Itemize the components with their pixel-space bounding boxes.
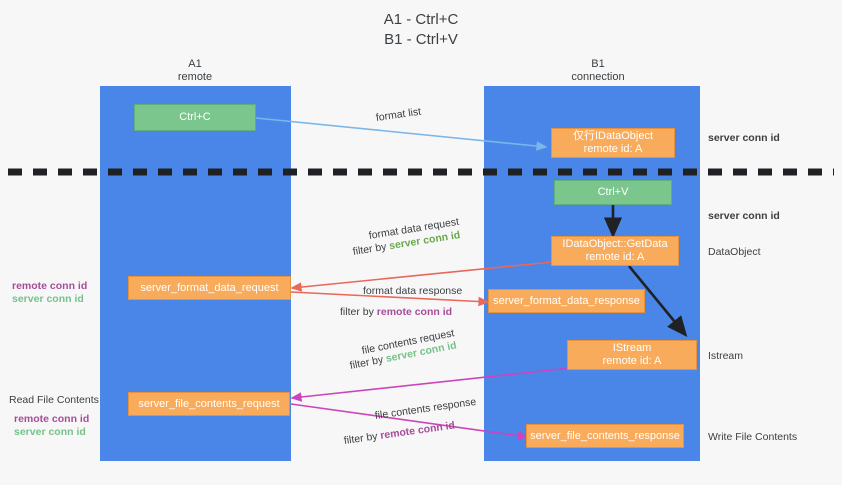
box-ctrl-c[interactable]: Ctrl+C (134, 104, 256, 131)
box-server-format-data-request[interactable]: server_format_data_request (128, 276, 291, 300)
lane-b1-name: B1 (591, 58, 605, 70)
box-server-format-data-response[interactable]: server_format_data_response (488, 289, 645, 313)
page-title: A1 - Ctrl+C B1 - Ctrl+V (0, 10, 842, 50)
left-label-server-conn-id-1: server conn id (12, 293, 84, 305)
left-label-remote-conn-id-2: remote conn id (14, 413, 90, 425)
right-label-dataobject: DataObject (708, 246, 761, 258)
box-sfcres-label: server_file_contents_response (530, 429, 680, 442)
left-label-read-file-contents: Read File Contents (9, 394, 99, 406)
right-label-istream: Istream (708, 350, 744, 362)
box-istream[interactable]: IStream remote id: A (567, 340, 697, 370)
right-label-write-file-contents: Write File Contents (708, 431, 798, 443)
edge-label-filter-remote-2: filter by remote conn id (343, 419, 456, 447)
filter-by-text-2: filter by (340, 306, 377, 318)
box-istream-line1: IStream (612, 342, 652, 354)
lane-a1-sub: remote (177, 71, 213, 83)
box-sfdres-label: server_format_data_response (493, 294, 640, 307)
box-getdata-line2: remote id: A (585, 251, 645, 263)
box-idataobject-line2: remote id: A (583, 143, 643, 155)
left-label-remote-conn-id-1: remote conn id (12, 280, 88, 292)
right-label-server-conn-id-1: server conn id (708, 132, 780, 144)
box-sfdreq-label: server_format_data_request (140, 281, 279, 294)
edge-label-filter-remote-1: filter by remote conn id (340, 306, 452, 319)
box-server-file-contents-request[interactable]: server_file_contents_request (128, 392, 290, 416)
lane-a1-name: A1 (188, 58, 202, 70)
box-idataobject-line1: 仅行IDataObject (572, 130, 654, 142)
right-label-server-conn-id-2: server conn id (708, 210, 780, 222)
lane-header-a1: A1 remote (130, 58, 260, 84)
edge-label-format-data-response: format data response (363, 285, 463, 297)
edge-label-format-list: format list (375, 105, 422, 124)
title-line-2: B1 - Ctrl+V (384, 31, 458, 48)
box-ctrl-v[interactable]: Ctrl+V (554, 180, 672, 205)
lane-header-b1: B1 connection (533, 58, 663, 84)
remote-conn-id-text-1: remote conn id (376, 306, 453, 318)
box-ctrl-c-label: Ctrl+C (179, 111, 211, 123)
box-getdata-line1: IDataObject::GetData (562, 238, 668, 250)
box-istream-line2: remote id: A (602, 355, 662, 367)
filter-by-text-1: filter by (351, 240, 391, 258)
box-sfcreq-label: server_file_contents_request (138, 397, 280, 410)
title-line-1: A1 - Ctrl+C (383, 11, 459, 28)
edge-label-file-contents-response: file contents response (374, 395, 477, 422)
filter-by-text-3: filter by (348, 353, 388, 372)
box-ctrl-v-label: Ctrl+V (597, 186, 629, 198)
filter-by-text-4: filter by (343, 429, 382, 447)
box-idataobject-getdata[interactable]: IDataObject::GetData remote id: A (551, 236, 679, 266)
remote-conn-id-text-2: remote conn id (379, 419, 456, 442)
box-idataobject-remote[interactable]: 仅行IDataObject remote id: A (551, 128, 675, 158)
lane-b1-sub: connection (571, 71, 625, 83)
box-server-file-contents-response[interactable]: server_file_contents_response (526, 424, 684, 448)
left-label-server-conn-id-2: server conn id (14, 426, 86, 438)
